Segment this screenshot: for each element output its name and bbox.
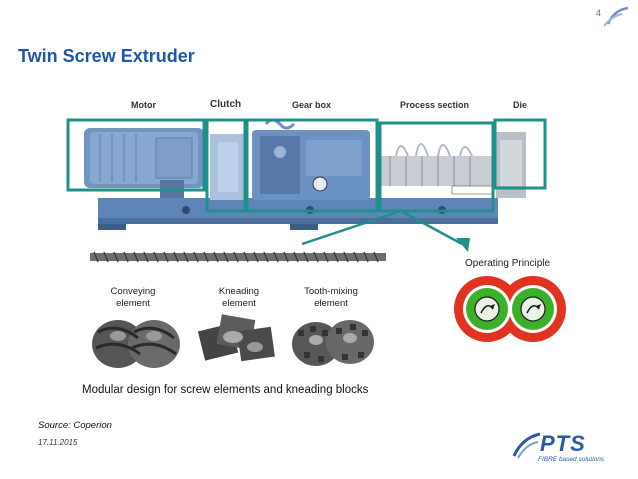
frame-gear-box	[245, 118, 379, 213]
header-swoosh-icon	[604, 6, 629, 27]
section-label-process-section: Process section	[400, 100, 470, 110]
conveying-element-photo	[92, 320, 180, 368]
kneading-element-photo	[197, 314, 275, 362]
frame-motor	[66, 118, 206, 192]
kneading-element-label: Kneading element	[218, 286, 260, 309]
page-number: 4	[596, 8, 602, 18]
pts-logo-tagline: FIBRE based solutions	[538, 456, 605, 463]
frame-die	[493, 118, 547, 190]
conveying-element-label: Conveying element	[110, 286, 156, 309]
section-label-die: Die	[513, 100, 528, 110]
arrowhead-icon	[456, 238, 470, 252]
operating-principle-label: Operating Principle	[465, 258, 551, 269]
frame-process-section	[378, 121, 495, 213]
section-label-clutch: Clutch	[210, 99, 242, 110]
pts-swoosh-icon	[512, 432, 541, 459]
operating-principle-diagram	[454, 276, 566, 342]
pointer-line-left	[301, 209, 402, 246]
pointer-line-right	[400, 209, 463, 246]
screw-shaft-illustration	[90, 251, 386, 263]
section-label-motor: Motor	[131, 100, 156, 110]
figure-caption: Modular design for screw elements and kn…	[82, 384, 369, 396]
slide-date: 17.11.2015	[38, 438, 78, 447]
pts-logo: PTS	[540, 431, 586, 456]
slide-title: Twin Screw Extruder	[18, 46, 195, 66]
source-note: Source: Coperion	[38, 420, 112, 431]
frame-clutch	[205, 118, 247, 213]
tooth-mixing-element-label: Tooth-mixing element	[304, 286, 358, 309]
section-label-gear-box: Gear box	[292, 100, 332, 110]
tooth-mixing-element-photo	[292, 320, 374, 366]
